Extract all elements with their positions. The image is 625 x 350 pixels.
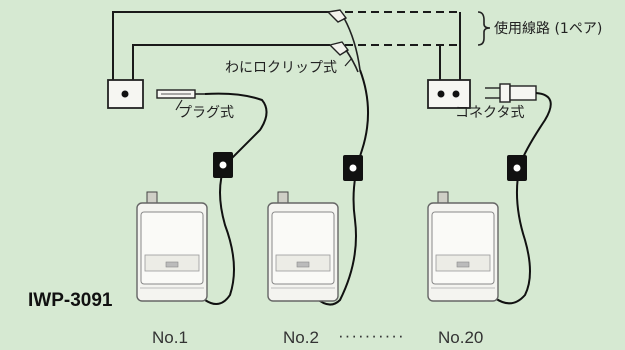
ellipsis-dots: ·········· bbox=[338, 326, 405, 345]
wire-top bbox=[112, 11, 330, 80]
inline-switch-no1 bbox=[213, 152, 233, 178]
junction-box-right bbox=[427, 79, 471, 109]
receiver-unit-no2 bbox=[267, 191, 339, 302]
inline-switch-no20 bbox=[507, 155, 527, 181]
cable-no20 bbox=[494, 92, 552, 305]
connector-icon bbox=[485, 83, 537, 103]
model-label: IWP-3091 bbox=[28, 290, 113, 311]
alligator-clip-bottom bbox=[328, 41, 359, 73]
alligator-clip-top bbox=[326, 9, 361, 71]
inline-switch-no2 bbox=[343, 155, 363, 181]
receiver-unit-no20 bbox=[427, 191, 499, 302]
junction-box-left bbox=[107, 79, 144, 109]
unit-number-no20: No.20 bbox=[438, 328, 483, 347]
receiver-unit-no1 bbox=[136, 191, 208, 302]
cable-no1 bbox=[204, 92, 268, 305]
plug-icon bbox=[156, 89, 205, 99]
connector-type-label: コネクタ式 bbox=[455, 105, 524, 121]
unit-number-no1: No.1 bbox=[152, 328, 188, 347]
alligator-clip-pointer bbox=[344, 57, 353, 67]
wire-bottom bbox=[132, 44, 330, 80]
alligator-clip-label: わにロクリップ式 bbox=[225, 60, 337, 76]
line-used-label: 使用線路 (1ペア) bbox=[494, 20, 602, 37]
plug-pointer bbox=[175, 99, 183, 111]
unit-number-no2: No.2 bbox=[283, 328, 319, 347]
cable-no2 bbox=[315, 69, 369, 306]
line-pair bbox=[112, 11, 461, 80]
plug-type-label: プラグ式 bbox=[178, 105, 234, 121]
line-brace bbox=[477, 11, 491, 46]
